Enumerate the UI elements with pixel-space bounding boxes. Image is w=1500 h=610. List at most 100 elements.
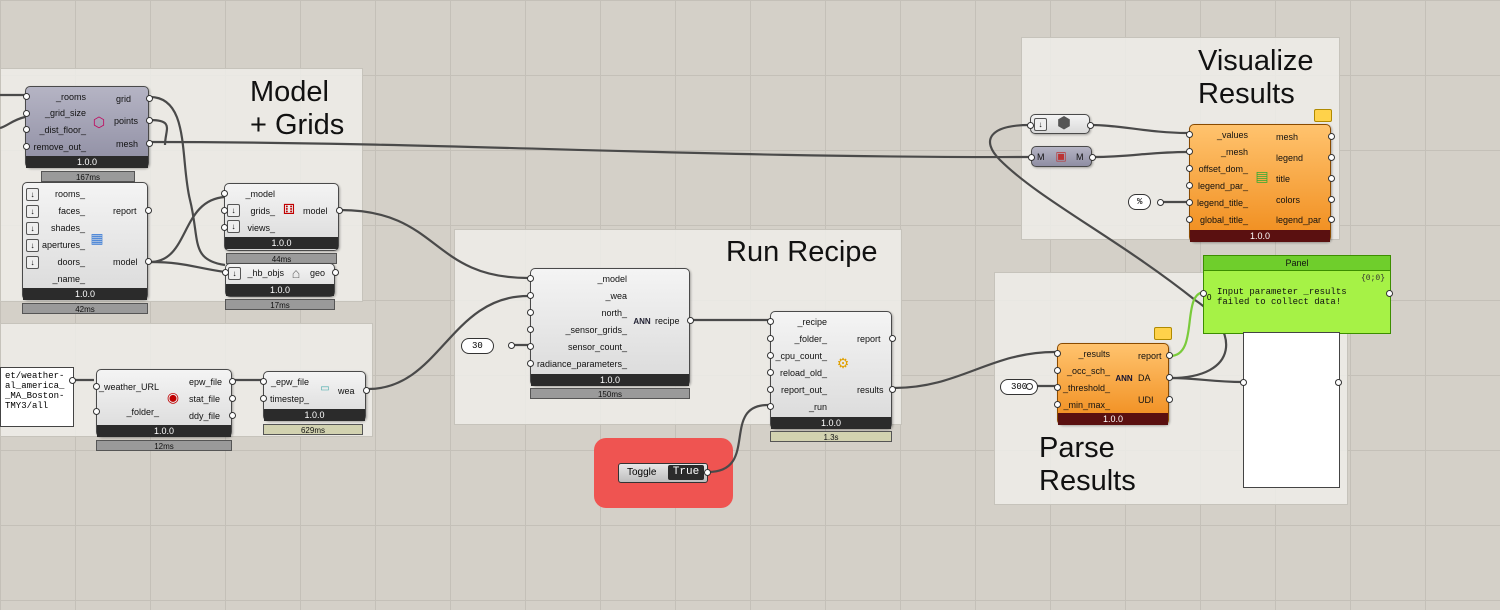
- output-port[interactable]: [146, 140, 153, 147]
- output-port[interactable]: [1386, 290, 1393, 297]
- message-balloon-icon[interactable]: [1154, 327, 1172, 340]
- output-port[interactable]: [1328, 154, 1335, 161]
- hb-objs-component[interactable]: ↓ _hb_objs ⌂ geo 1.0.0: [225, 263, 335, 297]
- input-port[interactable]: [1054, 367, 1061, 374]
- input-port[interactable]: [1186, 165, 1193, 172]
- output-port[interactable]: [889, 335, 896, 342]
- output-port[interactable]: [146, 95, 153, 102]
- input-port[interactable]: [1027, 122, 1034, 129]
- message-balloon-icon[interactable]: [1314, 109, 1332, 122]
- output-port[interactable]: [69, 377, 76, 384]
- report-panel[interactable]: Panel {0;0} 0 Input parameter _results f…: [1203, 255, 1391, 334]
- output-port[interactable]: [1089, 154, 1096, 161]
- output-port[interactable]: [229, 395, 236, 402]
- input-port[interactable]: [260, 395, 267, 402]
- output-port[interactable]: [889, 386, 896, 393]
- mesh-param-component[interactable]: M ▣ M: [1031, 146, 1092, 167]
- download-weather-component[interactable]: _weather_URL _folder_ ◉ epw_file stat_fi…: [96, 369, 232, 437]
- input-port[interactable]: [1054, 401, 1061, 408]
- input-port[interactable]: [221, 190, 228, 197]
- rooms-to-grids-component[interactable]: _rooms _grid_size _dist_floor_ remove_ou…: [25, 86, 149, 168]
- output-port[interactable]: [1328, 133, 1335, 140]
- flatten-icon[interactable]: ↓: [26, 239, 39, 252]
- input-port[interactable]: [1054, 350, 1061, 357]
- input-port[interactable]: [23, 110, 30, 117]
- input-port[interactable]: [1186, 148, 1193, 155]
- input-port[interactable]: [23, 126, 30, 133]
- input-port[interactable]: [527, 360, 534, 367]
- add-grids-component[interactable]: _model ↓ grids_ ↓ views_ ⚅ model 1.0.0: [224, 183, 339, 251]
- input-port[interactable]: [260, 378, 267, 385]
- input-port[interactable]: [527, 343, 534, 350]
- version-label: 1.0.0: [1058, 413, 1168, 425]
- flatten-icon[interactable]: ↓: [1034, 118, 1047, 131]
- flatten-icon[interactable]: ↓: [26, 188, 39, 201]
- input-port[interactable]: [1186, 216, 1193, 223]
- output-port[interactable]: [1157, 199, 1164, 206]
- output-port[interactable]: [704, 469, 711, 476]
- output-port[interactable]: [1026, 383, 1033, 390]
- input-port[interactable]: [1200, 290, 1207, 297]
- output-port[interactable]: [336, 207, 343, 214]
- output-port[interactable]: [1335, 379, 1342, 386]
- input-port[interactable]: [527, 326, 534, 333]
- output-port[interactable]: [332, 269, 339, 276]
- percent-panel[interactable]: %: [1128, 194, 1152, 210]
- input-port[interactable]: [1186, 182, 1193, 189]
- input-port[interactable]: [221, 207, 228, 214]
- output-port[interactable]: [145, 207, 152, 214]
- output-port[interactable]: [1166, 374, 1173, 381]
- output-port[interactable]: [146, 117, 153, 124]
- output-port[interactable]: [508, 342, 515, 349]
- input-port[interactable]: [767, 318, 774, 325]
- wea-component[interactable]: _epw_file timestep_ ▭ wea 1.0.0: [263, 371, 366, 421]
- input-port[interactable]: [23, 93, 30, 100]
- input-port[interactable]: [767, 403, 774, 410]
- output-port[interactable]: [1166, 352, 1173, 359]
- output-port[interactable]: [145, 258, 152, 265]
- output-port[interactable]: [687, 317, 694, 324]
- input-port[interactable]: [1054, 384, 1061, 391]
- input-port[interactable]: [767, 386, 774, 393]
- input-port[interactable]: [767, 369, 774, 376]
- toggle-value[interactable]: True: [668, 465, 704, 480]
- weather-url-panel[interactable]: et/weather- al_america_ _MA_Boston- TMY3…: [0, 367, 74, 427]
- run-recipe-component[interactable]: _recipe _folder_ _cpu_count_ reload_old_…: [770, 311, 892, 429]
- input-port[interactable]: [93, 383, 100, 390]
- input-port[interactable]: [221, 224, 228, 231]
- input-port[interactable]: [1028, 154, 1035, 161]
- input-port[interactable]: [1240, 379, 1247, 386]
- input-port[interactable]: [527, 292, 534, 299]
- boolean-toggle[interactable]: Toggle True: [618, 463, 708, 483]
- input-port[interactable]: [93, 408, 100, 415]
- input-port[interactable]: [527, 309, 534, 316]
- output-port[interactable]: [363, 387, 370, 394]
- input-port[interactable]: [767, 335, 774, 342]
- output-port[interactable]: [1328, 216, 1335, 223]
- input-port[interactable]: [222, 269, 229, 276]
- flatten-icon[interactable]: ↓: [26, 256, 39, 269]
- run-icon: ⚙: [836, 355, 850, 371]
- annual-metrics-component[interactable]: _results _occ_sch_ _threshold_ _min_max_…: [1057, 343, 1169, 425]
- number-slider-30[interactable]: 30: [461, 338, 494, 354]
- spatial-heatmap-component[interactable]: _values _mesh offset_dom_ legend_par_ le…: [1189, 124, 1331, 242]
- output-panel[interactable]: [1243, 332, 1340, 488]
- output-port[interactable]: [1087, 122, 1094, 129]
- output-port[interactable]: [229, 412, 236, 419]
- output-port[interactable]: [1166, 396, 1173, 403]
- input-port[interactable]: [23, 143, 30, 150]
- output-port[interactable]: [1328, 196, 1335, 203]
- input-port[interactable]: [1186, 199, 1193, 206]
- input-port[interactable]: [767, 352, 774, 359]
- output-port[interactable]: [229, 378, 236, 385]
- input-offset-dom: offset_dom_: [1198, 164, 1248, 174]
- output-port[interactable]: [1328, 175, 1335, 182]
- hexagon-component[interactable]: ↓ ⬢: [1030, 114, 1090, 134]
- model-component[interactable]: ↓ rooms_ ↓ faces_ ↓ shades_ ↓ apertures_…: [22, 182, 148, 300]
- flatten-icon[interactable]: ↓: [26, 205, 39, 218]
- annual-daylight-recipe-component[interactable]: _model _wea north_ _sensor_grids_ sensor…: [530, 268, 690, 386]
- flatten-icon[interactable]: ↓: [26, 222, 39, 235]
- legend-icon: ▤: [1255, 168, 1269, 184]
- input-port[interactable]: [1186, 131, 1193, 138]
- input-port[interactable]: [527, 275, 534, 282]
